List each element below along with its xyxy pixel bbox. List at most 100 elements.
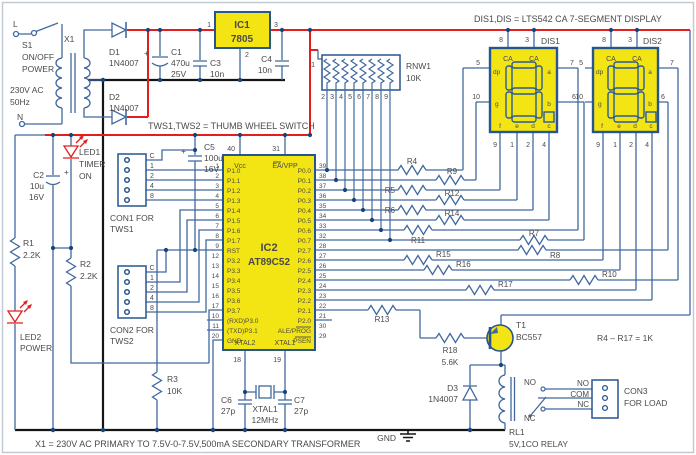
label-39: 39 <box>319 163 327 170</box>
label-cap-c7: C7 <box>294 395 305 405</box>
resistor-r6 <box>397 204 427 216</box>
label-ca: CA <box>529 56 539 63</box>
resistor-network-rnw1 <box>321 54 401 240</box>
label-8: 8 <box>602 37 606 44</box>
label-27p: 27p <box>221 406 235 416</box>
label-7: 7 <box>366 94 370 101</box>
power-rail-wiring <box>45 29 690 136</box>
stub-wires <box>207 319 332 331</box>
label-t1: T1 <box>516 320 526 330</box>
label-2: 2 <box>526 142 530 149</box>
led2-icon <box>6 310 24 324</box>
label-4: 4 <box>339 94 343 101</box>
label-2-2k: 2.2K <box>80 271 98 281</box>
resistor-r13 <box>367 304 397 316</box>
label-1: 1 <box>613 142 617 149</box>
label-neutral-terminal: N <box>17 112 23 122</box>
label-c: C <box>149 153 154 160</box>
label-p0-5: P0.5 <box>298 218 312 225</box>
label-9: 9 <box>596 142 600 149</box>
resistor-r7 <box>519 234 549 246</box>
label-cap-c1: C1 <box>171 47 182 57</box>
terminal-n <box>18 120 26 128</box>
r1-led2-column <box>14 134 45 430</box>
label-rnw1: RNW1 <box>406 61 431 71</box>
label-2: 2 <box>321 94 325 101</box>
label-p1-4: P1.4 <box>227 208 241 215</box>
label-r12: R12 <box>445 189 460 198</box>
label-p2-1: P2.1 <box>298 308 312 315</box>
junction-dots <box>50 27 640 433</box>
label-nc: NC <box>577 400 589 409</box>
label-16: 16 <box>212 293 220 300</box>
ground-symbol <box>400 430 416 442</box>
ic1-regulator <box>214 11 271 49</box>
label-p2-4: P2.4 <box>298 278 312 285</box>
label-15: 15 <box>212 283 220 290</box>
label-on-off: ON/OFF <box>22 52 54 62</box>
label-6: 6 <box>215 213 219 220</box>
label--: + <box>144 48 149 58</box>
label-37: 37 <box>319 183 327 190</box>
resistor-r17 <box>465 284 495 296</box>
label-20: 20 <box>212 333 220 340</box>
label-ca: CA <box>606 56 616 63</box>
label-1: 1 <box>311 62 315 69</box>
label-3: 3 <box>628 37 632 44</box>
resistor-r2 <box>65 257 77 287</box>
label-10n: 10n <box>258 65 272 75</box>
label-27p: 27p <box>294 406 308 416</box>
label-d: d <box>633 123 637 130</box>
con2-common-wire <box>146 250 167 273</box>
label-26: 26 <box>319 263 327 270</box>
con1-data-wires <box>146 169 223 201</box>
label-21: 21 <box>319 313 327 320</box>
label-p0-4: P0.4 <box>298 208 312 215</box>
label-line-terminal: L <box>13 19 18 29</box>
label-p2-3: P2.3 <box>298 288 312 295</box>
label-p1-0: P1.0 <box>227 168 241 175</box>
resistor-r1 <box>9 237 21 267</box>
label-2: 2 <box>150 285 154 292</box>
label-transformer-x1: X1 <box>64 34 75 44</box>
label-led1: LED1 <box>79 147 101 157</box>
label-p3-4: P3.4 <box>227 278 241 285</box>
cap-c3 <box>193 30 207 80</box>
label-bc557: BC557 <box>516 332 542 342</box>
display-dis2 <box>591 46 660 134</box>
label-29: 29 <box>319 333 327 340</box>
label-r4: R4 <box>407 157 418 166</box>
label-4: 4 <box>542 142 546 149</box>
label-e: e <box>617 123 621 130</box>
label-p3-2: P3.2 <box>227 258 241 265</box>
con2-data-wires <box>146 209 223 313</box>
label-xtal1: XTAL1 <box>275 340 296 347</box>
label--txd-p3-1: (TXD)P3.1 <box>227 328 258 335</box>
label-9: 9 <box>493 142 497 149</box>
label-r14: R14 <box>445 209 460 218</box>
ic2-gnd-wire <box>212 339 223 430</box>
label-6: 6 <box>357 94 361 101</box>
label-10: 10 <box>575 94 583 101</box>
crystal-xtal1 <box>258 385 272 399</box>
resistor-r9 <box>435 174 465 186</box>
label-3: 3 <box>215 183 219 190</box>
label-r9: R9 <box>447 167 458 176</box>
label-p2-6: P2.6 <box>298 258 312 265</box>
label-1: 1 <box>207 22 211 29</box>
caption-tws-note: TWS1,TWS2 = THUMB WHEEL SWITCH <box>148 121 315 131</box>
label-tws2: TWS2 <box>110 336 134 346</box>
label-no: NO <box>577 379 589 388</box>
label-p0-2: P0.2 <box>298 188 312 195</box>
switch-contact <box>30 29 38 37</box>
rectifier-diodes <box>111 21 479 401</box>
crystal-c6-wires <box>238 385 285 430</box>
label-18: 18 <box>233 357 241 364</box>
label-r6: R6 <box>385 206 396 215</box>
label-ca: CA <box>503 56 513 63</box>
label-1: 1 <box>150 275 154 282</box>
resistor-r4 <box>397 164 427 176</box>
label-8: 8 <box>215 233 219 240</box>
cap-c1 <box>151 30 169 80</box>
label-p1-2: P1.2 <box>227 188 241 195</box>
